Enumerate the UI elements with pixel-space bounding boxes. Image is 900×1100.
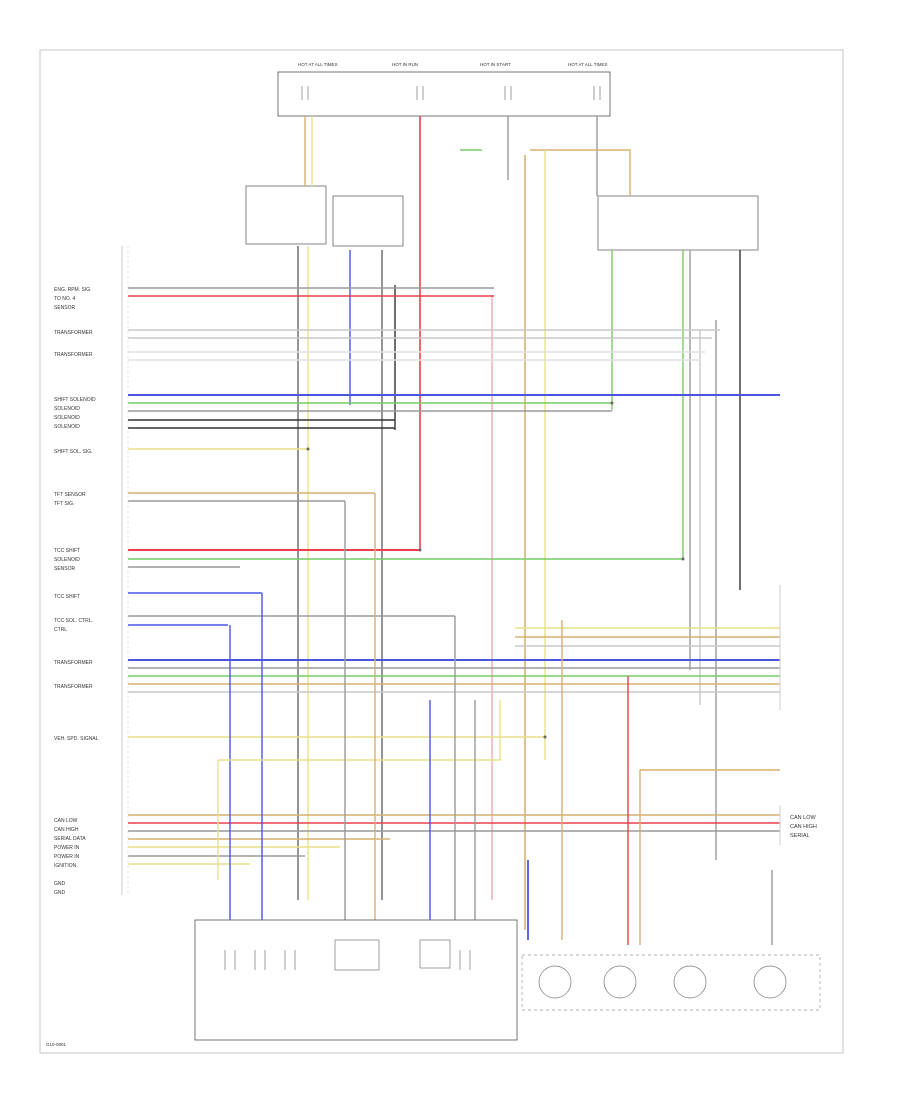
pin-label-2: TO NO. 4 — [54, 296, 76, 302]
pin-label-8: SOLENOID — [54, 415, 80, 421]
solenoid-pack — [521, 954, 821, 1011]
middle-relay-box — [332, 195, 404, 247]
diagram-border — [39, 49, 844, 1054]
pin-label-18: CTRL — [54, 627, 67, 633]
fuse-box: HOT AT ALL TIMES HOT IN RUN HOT IN START… — [277, 62, 611, 117]
fuse-labels: HOT AT ALL TIMES HOT IN RUN HOT IN START… — [298, 62, 608, 67]
pin-label-1: ENG. RPM. SIG. — [54, 287, 92, 293]
pin-label-13: TCC SHIFT — [54, 548, 80, 554]
pin-label-16: TCC SHIFT — [54, 594, 80, 600]
pin-label-11: TFT SENSOR — [54, 492, 86, 498]
ecm-connector-column — [121, 246, 129, 895]
left-relay-box — [245, 185, 327, 245]
horizontal-wires — [128, 287, 780, 865]
pin-label-10: SHIFT SOL. SIG. — [54, 449, 93, 455]
fuse-label-1: HOT AT ALL TIMES — [298, 62, 338, 67]
right-label-can-high: CAN HIGH — [790, 824, 817, 830]
pin-label-9: SOLENOID — [54, 424, 80, 430]
right-label-can-low: CAN LOW — [790, 815, 816, 821]
pin-label-22: CAN LOW — [54, 818, 78, 824]
pin-label-26: POWER IN — [54, 854, 80, 860]
pin-label-28: GND — [54, 881, 66, 887]
bottom-note: G10-0801 — [46, 1042, 67, 1047]
transmission-module — [194, 919, 518, 1041]
pin-label-6: SHIFT SOLENOID — [54, 397, 96, 403]
fuse-label-4: HOT AT ALL TIMES — [568, 62, 608, 67]
pin-label-24: SERIAL DATA — [54, 836, 86, 842]
ecm-pin-labels: ENG. RPM. SIG. TO NO. 4 SENSOR TRANSFORM… — [54, 287, 99, 896]
pin-label-27: IGNITION — [54, 863, 77, 869]
pin-label-19: TRANSFORMER — [54, 660, 93, 666]
pin-label-20: TRANSFORMER — [54, 684, 93, 690]
pin-label-21: VEH. SPD. SIGNAL — [54, 736, 99, 742]
pin-label-7: SOLENOID — [54, 406, 80, 412]
right-label-serial: SERIAL — [790, 833, 810, 839]
fuse-label-2: HOT IN RUN — [392, 62, 418, 67]
pin-label-17: TCC SOL. CTRL. — [54, 618, 93, 624]
right-connector: CAN LOW CAN HIGH SERIAL — [779, 585, 817, 845]
fuse-label-3: HOT IN START — [480, 62, 511, 67]
pin-label-25: POWER IN — [54, 845, 80, 851]
splice-points — [306, 401, 685, 739]
pin-label-14: SOLENOID — [54, 557, 80, 563]
module-drop-wires — [217, 493, 773, 945]
vertical-wires — [297, 116, 741, 930]
pin-label-23: CAN HIGH — [54, 827, 79, 833]
pin-label-15: SENSOR — [54, 566, 76, 572]
pin-label-29: GND — [54, 890, 66, 896]
pin-label-12: TFT SIG. — [54, 501, 74, 507]
right-relay-box — [597, 195, 759, 251]
pin-label-5: TRANSFORMER — [54, 352, 93, 358]
pin-label-4: TRANSFORMER — [54, 330, 93, 336]
pin-label-3: SENSOR — [54, 305, 76, 311]
